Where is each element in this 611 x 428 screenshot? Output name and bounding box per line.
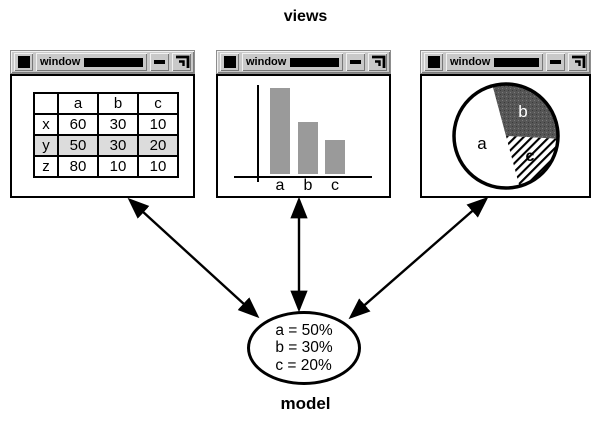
bar-chart: a b c — [218, 76, 389, 196]
cell: 10 — [97, 155, 139, 178]
table-view-content: a b c x 60 30 10 y 50 30 20 z — [10, 74, 195, 198]
minimize-button[interactable] — [546, 53, 565, 71]
titlebar[interactable]: window — [10, 50, 195, 74]
cell: 20 — [137, 134, 179, 157]
window-menu-button[interactable] — [14, 53, 33, 71]
pie-outline — [452, 82, 560, 190]
window-title: window — [40, 56, 81, 68]
pie-slice-b — [492, 83, 559, 139]
minimize-button[interactable] — [346, 53, 365, 71]
title-fill-bar — [84, 57, 143, 67]
window-pie-chart-view: window — [420, 50, 591, 198]
model-value-a: a = 50% — [275, 321, 333, 339]
model-value-b: b = 30% — [275, 339, 333, 357]
window-title: window — [450, 56, 491, 68]
model-label: model — [280, 394, 331, 413]
pie-chart: a b c — [452, 82, 560, 190]
title-area[interactable]: window — [446, 53, 543, 71]
cell: 50 — [57, 134, 99, 157]
table-row[interactable]: y 50 30 20 — [33, 134, 179, 157]
table-row[interactable]: x 60 30 10 — [33, 113, 179, 136]
cell: 30 — [97, 134, 139, 157]
bar-label: c — [331, 177, 339, 194]
table-header-row: a b c — [33, 92, 179, 115]
window-bar-chart-view: window a b c — [216, 50, 391, 198]
maximize-icon — [371, 55, 385, 68]
minimize-icon — [154, 60, 165, 64]
maximize-button[interactable] — [172, 53, 191, 71]
pie-label-b: b — [518, 102, 527, 121]
x-axis — [234, 176, 372, 178]
header-cell: b — [97, 92, 139, 115]
minimize-button[interactable] — [150, 53, 169, 71]
title-area[interactable]: window — [242, 53, 343, 71]
y-axis — [257, 85, 259, 182]
titlebar[interactable]: window — [216, 50, 391, 74]
window-menu-icon — [17, 56, 30, 68]
window-menu-button[interactable] — [220, 53, 239, 71]
model-value-c: c = 20% — [275, 356, 332, 374]
data-table: a b c x 60 30 10 y 50 30 20 z — [33, 92, 179, 178]
pie-label-c: c — [526, 148, 535, 165]
window-menu-icon — [427, 56, 440, 68]
cell: 10 — [137, 113, 179, 136]
window-menu-button[interactable] — [424, 53, 443, 71]
minimize-icon — [550, 60, 561, 64]
row-label: z — [33, 155, 59, 178]
model-node: a = 50% b = 30% c = 20% — [247, 311, 361, 385]
row-label: x — [33, 113, 59, 136]
cell: 10 — [137, 155, 179, 178]
bar-b — [298, 122, 318, 174]
title-fill-bar — [494, 57, 539, 67]
model-values: a = 50% b = 30% c = 20% — [275, 322, 332, 375]
pie-slice-c — [506, 136, 558, 187]
title-area[interactable]: window — [36, 53, 147, 71]
window-menu-icon — [223, 56, 236, 68]
header-cell: a — [57, 92, 99, 115]
minimize-icon — [350, 60, 361, 64]
row-label: y — [33, 134, 59, 157]
pie-label-a: a — [477, 134, 487, 153]
bar-c — [325, 140, 345, 174]
pie-chart-content: a b c — [420, 74, 591, 198]
cell: 60 — [57, 113, 99, 136]
cell: 30 — [97, 113, 139, 136]
maximize-button[interactable] — [368, 53, 387, 71]
bar-chart-content: a b c — [216, 74, 391, 198]
header-cell — [33, 92, 59, 115]
arrow-table-model — [127, 197, 260, 319]
title-fill-bar — [290, 57, 339, 67]
views-label: views — [283, 8, 328, 25]
table-row[interactable]: z 80 10 10 — [33, 155, 179, 178]
maximize-icon — [175, 55, 189, 68]
window-table-view: window a b c — [10, 50, 195, 198]
bar-label: b — [303, 177, 313, 194]
header-cell: c — [137, 92, 179, 115]
bar-a — [270, 88, 290, 174]
maximize-icon — [571, 55, 585, 68]
titlebar[interactable]: window — [420, 50, 591, 74]
bar-label: a — [275, 177, 285, 194]
window-title: window — [246, 56, 287, 68]
arrow-pie-model — [348, 196, 489, 320]
cell: 80 — [57, 155, 99, 178]
maximize-button[interactable] — [568, 53, 587, 71]
